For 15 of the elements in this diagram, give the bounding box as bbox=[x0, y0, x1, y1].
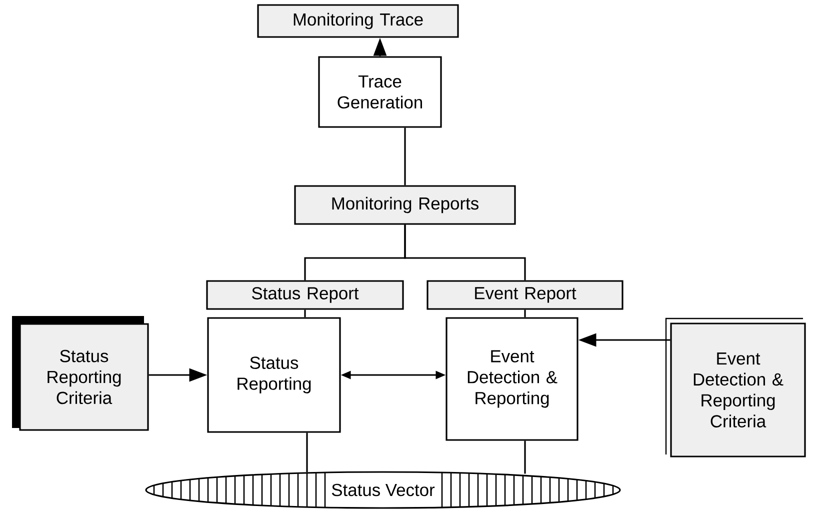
process-box: Trace Generation bbox=[318, 56, 442, 128]
connector-line bbox=[306, 432, 308, 472]
input-box: Event Detection & Reporting Criteria bbox=[665, 318, 806, 458]
connector-line bbox=[304, 310, 306, 318]
input-box: Status Reporting Criteria bbox=[12, 316, 149, 431]
connector-line bbox=[524, 440, 526, 474]
data-box: Monitoring Reports bbox=[294, 185, 516, 225]
connector-line bbox=[404, 224, 526, 280]
process-box: Event Detection & Reporting bbox=[446, 317, 578, 441]
output-box: Monitoring Trace bbox=[257, 4, 459, 38]
data-box: Event Report bbox=[426, 280, 624, 310]
data-box: Status Report bbox=[206, 280, 404, 310]
process-box: Status Reporting bbox=[207, 317, 341, 433]
connector-line bbox=[404, 128, 406, 186]
connector-line bbox=[524, 310, 526, 318]
